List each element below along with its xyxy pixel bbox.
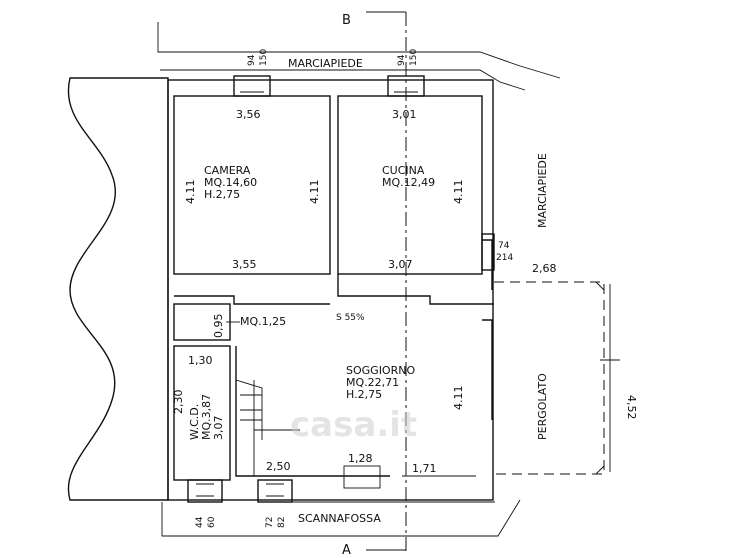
watermark: casa.it [290, 405, 417, 445]
street-label-top: MARCIAPIEDE [288, 57, 363, 70]
room-name: SOGGIORNO [346, 364, 415, 377]
room-cucina: CUCINA MQ.12,49 3,01 4.11 3,07 [382, 108, 465, 271]
room-height: H.2,75 [204, 188, 240, 201]
section-label-bottom: A [342, 543, 351, 558]
street-label-right: MARCIAPIEDE [536, 153, 549, 228]
dim-top: 3,56 [236, 108, 261, 121]
room-area: MQ.22,71 [346, 376, 399, 389]
pergolato-label: PERGOLATO [536, 373, 549, 440]
window-dim-a: 94 [247, 54, 257, 66]
room-disimpegno: 0,95 MQ.1,25 S 55% [212, 313, 365, 338]
window-dim-b: 214 [496, 253, 513, 263]
dim-depth: 0,95 [212, 314, 225, 339]
dim-bottom: 3,55 [232, 258, 257, 271]
section-label-top: B [342, 13, 351, 28]
room-area: MQ.3,87 [200, 394, 213, 440]
window-dim-a: 44 [195, 516, 205, 528]
window-dim-a: 72 [265, 517, 275, 528]
dim-right: 4.11 [452, 386, 465, 411]
site-lines [157, 22, 561, 537]
dim-left: 2,30 [172, 390, 185, 415]
window-dim-b: 150 [409, 49, 419, 66]
room-name: CAMERA [204, 164, 251, 177]
room-name: W.C.D. [188, 404, 201, 440]
dim-bottom: 3,07 [388, 258, 413, 271]
room-area: MQ.14,60 [204, 176, 257, 189]
room-area: MQ.12,49 [382, 176, 435, 189]
dim-left: 4.11 [184, 180, 197, 205]
dim-right: 3,07 [212, 416, 225, 441]
dim-bottom-2: 1,28 [348, 452, 373, 465]
window-dim-b: 82 [277, 517, 287, 528]
pergolato-dim-height: 4,52 [625, 395, 638, 420]
pergolato-dim-width: 2,68 [532, 262, 557, 275]
window-right: 74 214 [481, 233, 513, 271]
pergolato-area: 2,68 4,52 PERGOLATO [494, 262, 638, 475]
room-wc: 1,30 2,30 W.C.D. MQ.3,87 3,07 [172, 354, 225, 440]
faint-label: S 55% [336, 313, 365, 323]
dim-bottom-1: 2,50 [266, 460, 291, 473]
window-dim-b: 60 [207, 516, 217, 528]
dim-right: 4.11 [308, 180, 321, 205]
street-label-bottom: SCANNAFOSSA [298, 512, 381, 525]
window-top-left: 94 150 [233, 49, 271, 97]
window-dim-a: 94 [397, 54, 407, 66]
room-name: CUCINA [382, 164, 425, 177]
window-dim-b: 150 [259, 49, 269, 66]
dim-bottom-3: 1,71 [412, 462, 437, 475]
room-soggiorno: SOGGIORNO MQ.22,71 H.2,75 4.11 2,50 1,28… [266, 364, 465, 475]
window-dim-a: 74 [498, 241, 510, 251]
section-line: B A [342, 11, 407, 558]
wavy-edge [67, 77, 169, 501]
room-area: MQ.1,25 [240, 315, 286, 328]
dim-top: 1,30 [188, 354, 213, 367]
window-bottom-right: 72 82 [257, 479, 293, 528]
room-camera: CAMERA MQ.14,60 H.2,75 4.11 4.11 3,56 3,… [184, 108, 321, 271]
dim-right: 4.11 [452, 180, 465, 205]
room-height: H.2,75 [346, 388, 382, 401]
dim-top: 3,01 [392, 108, 417, 121]
window-bottom-left: 44 60 [187, 479, 223, 528]
